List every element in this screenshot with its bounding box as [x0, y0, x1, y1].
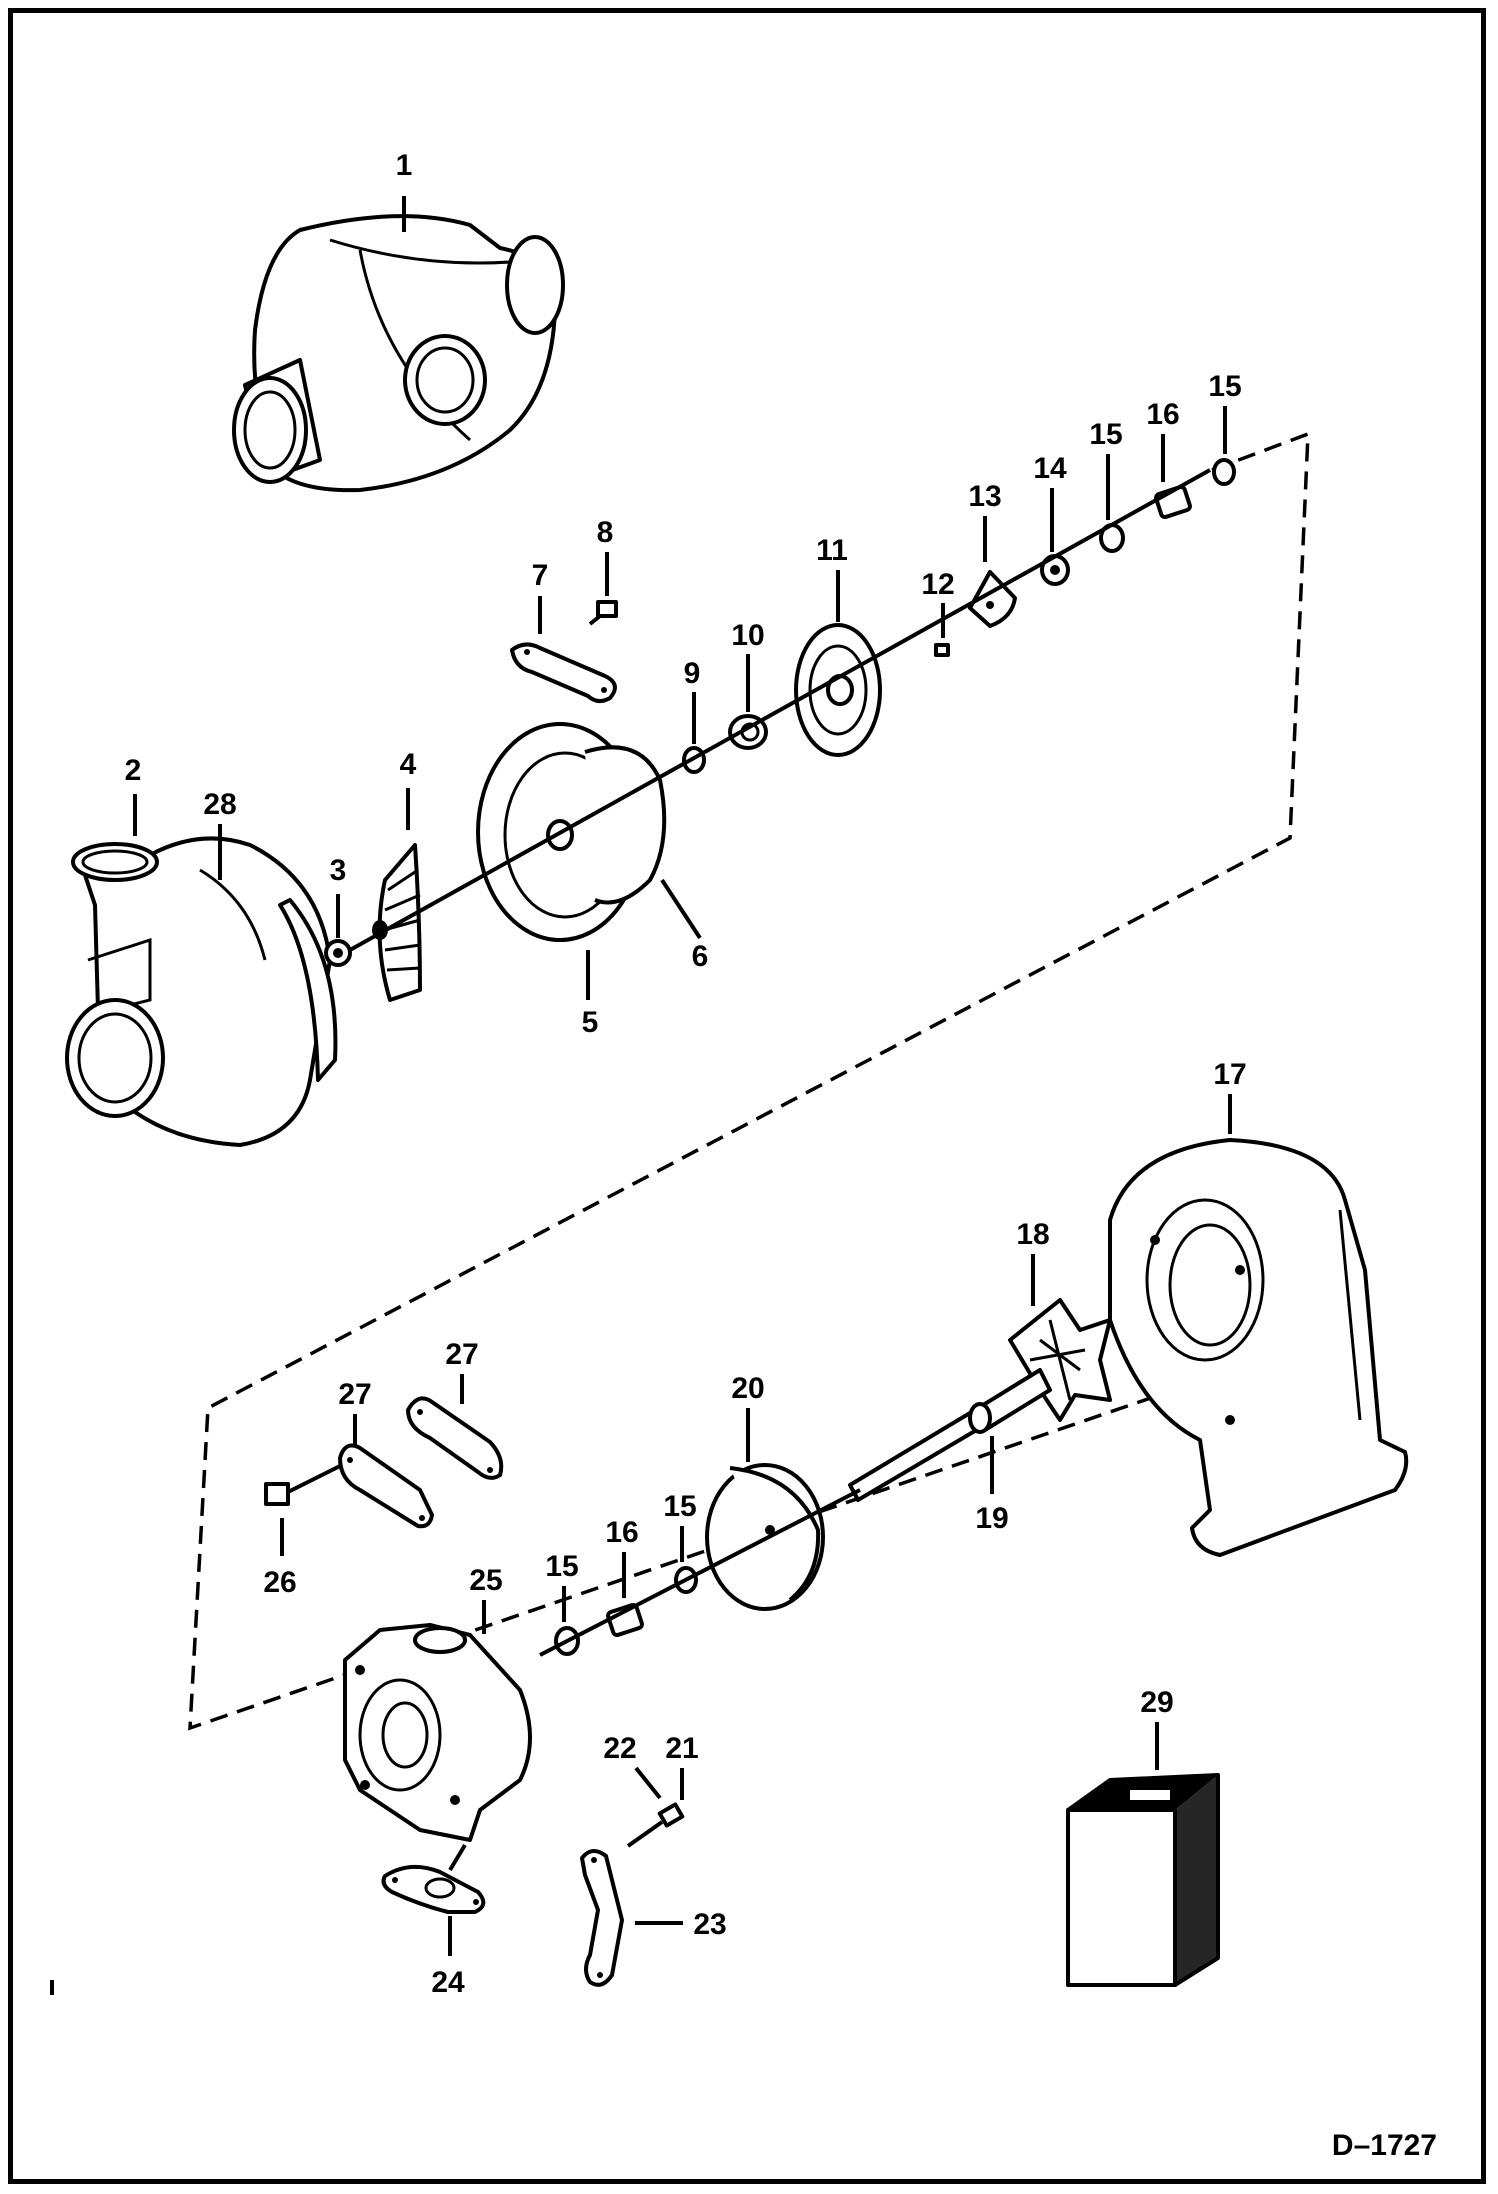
part-17-turbine-housing: [1108, 1138, 1409, 1557]
part-29-kit-box: [1066, 1773, 1220, 1987]
part-18-turbine-wheel-shaft: [848, 1298, 1112, 1502]
part-27-lock-plate-b: [406, 1396, 504, 1480]
callout-15-upper-a: 15: [1089, 418, 1122, 451]
part-25-bearing-housing: [343, 1623, 532, 1842]
callout-8: 8: [597, 516, 614, 549]
drawing-code: D–1727: [1332, 2129, 1437, 2162]
part-21-screw: [626, 1802, 685, 1848]
callout-28: 28: [203, 788, 236, 821]
callout-18: 18: [1016, 1218, 1049, 1251]
part-6-seal-ring: [584, 745, 667, 905]
callout-12: 12: [921, 568, 954, 601]
callout-15-upper-b: 15: [1208, 370, 1241, 403]
callout-21: 21: [665, 1732, 698, 1765]
lower-centerline: [539, 1488, 861, 1657]
assembly-dashed-path: [188, 431, 1310, 1731]
callout-3: 3: [330, 854, 347, 887]
part-2-compressor-housing: [65, 836, 338, 1147]
callout-10: 10: [731, 619, 764, 652]
leader-lines: [50, 196, 1232, 1995]
part-14-spacer: [1040, 554, 1070, 586]
callout-2: 2: [125, 754, 142, 787]
part-26-bolt: [264, 1464, 341, 1506]
callout-13: 13: [968, 480, 1001, 513]
callout-27-b: 27: [445, 1338, 478, 1371]
callout-4: 4: [400, 748, 417, 781]
part-15-ring-upper-b: [1212, 458, 1236, 486]
part-12-screw: [934, 643, 950, 657]
callout-17: 17: [1213, 1058, 1246, 1091]
callout-15-lower-b: 15: [545, 1550, 578, 1583]
callout-25: 25: [469, 1564, 502, 1597]
callout-23: 23: [693, 1908, 726, 1941]
part-7-lock-plate: [510, 642, 617, 703]
callout-22: 22: [603, 1732, 636, 1765]
callout-26: 26: [263, 1566, 296, 1599]
callout-labels: 1 2 3 4 5 6 7 8 9 10 11 12 13 14 15 16 1…: [125, 149, 1247, 1999]
callout-15-lower-a: 15: [663, 1490, 696, 1523]
part-27-lock-plate-a: [338, 1443, 434, 1529]
gasket-guide-line: [448, 1843, 467, 1872]
callout-1: 1: [396, 149, 413, 182]
part-3-nut: [324, 939, 352, 967]
part-8-screw: [588, 600, 618, 626]
callout-14: 14: [1033, 452, 1067, 485]
callout-16-lower: 16: [605, 1516, 638, 1549]
callout-7: 7: [532, 559, 549, 592]
callout-19: 19: [975, 1502, 1008, 1535]
callout-11: 11: [816, 534, 848, 567]
callout-9: 9: [684, 657, 701, 690]
upper-centerline: [349, 468, 1211, 952]
callout-27-a: 27: [338, 1378, 371, 1411]
callout-20: 20: [731, 1372, 764, 1405]
part-24-gasket: [381, 1864, 486, 1914]
part-11-seal-insert: [794, 623, 882, 757]
part-23-lock-plate: [580, 1849, 624, 1987]
part-13-thrust-bearing: [968, 570, 1017, 628]
part-1-turbocharger-assembly: [232, 214, 565, 493]
part-16-bearing-lower: [606, 1602, 644, 1638]
callout-6: 6: [692, 940, 709, 973]
callout-29: 29: [1140, 1686, 1173, 1719]
callout-16-upper: 16: [1146, 398, 1179, 431]
part-19-seal-ring: [968, 1402, 992, 1434]
callout-24: 24: [431, 1966, 465, 1999]
callout-5: 5: [582, 1006, 599, 1039]
